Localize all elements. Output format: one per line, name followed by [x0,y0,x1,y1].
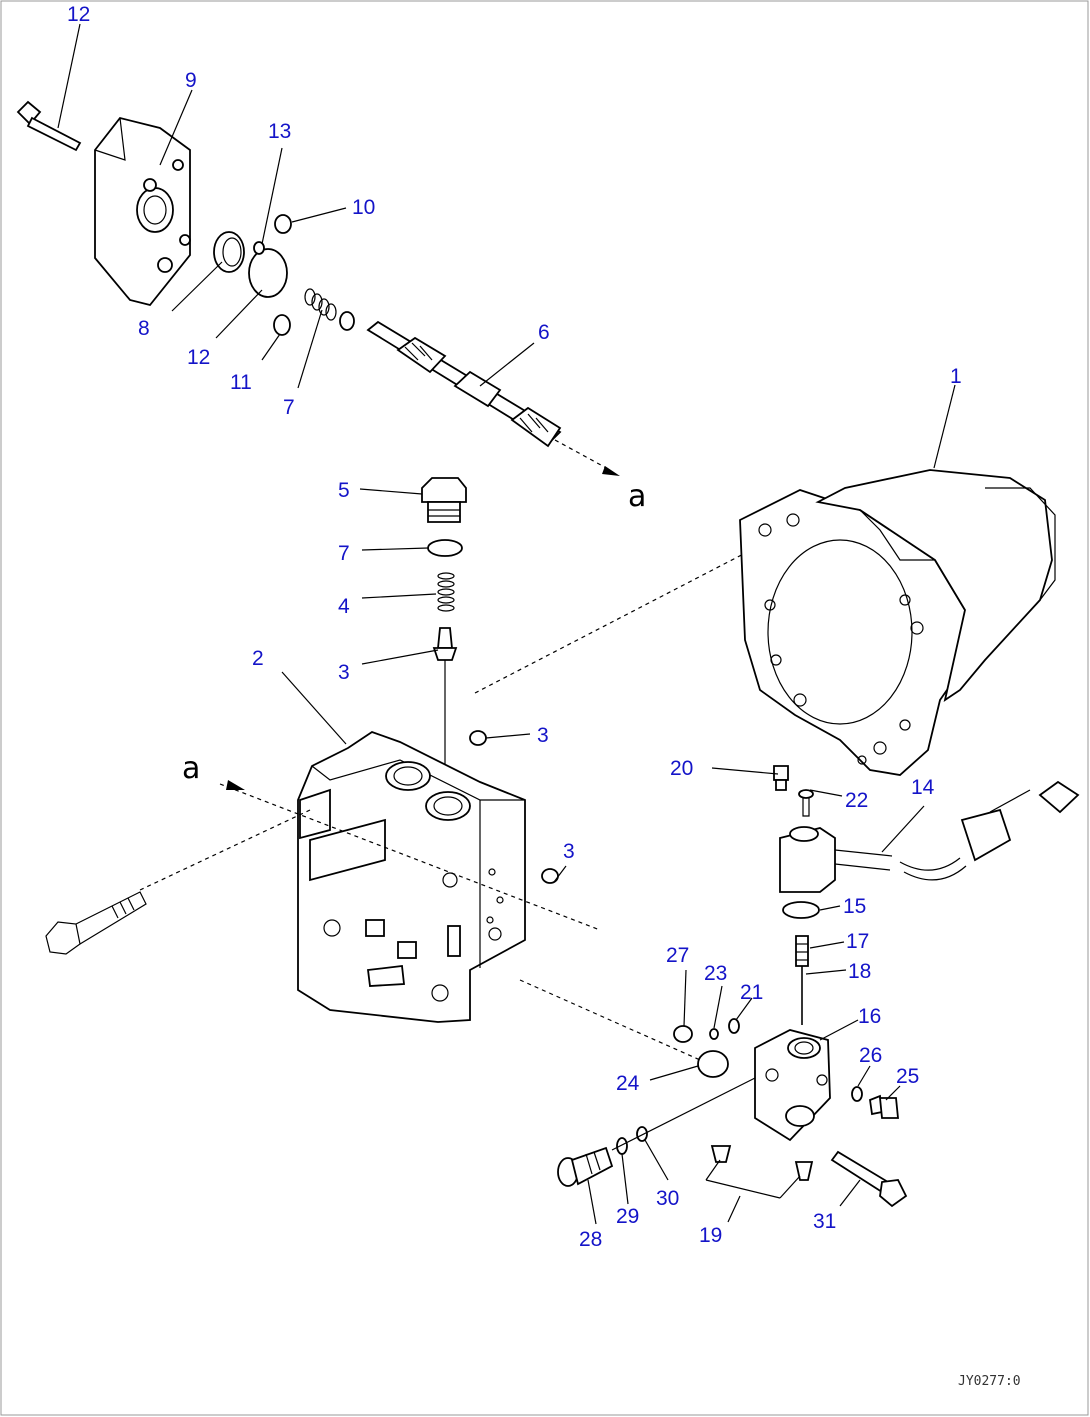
label-part-9: 7 [283,396,295,419]
part-24-bolt [798,789,814,817]
label-part-3-lower-text: 3 [563,840,575,863]
label-part-11: 9 [185,69,197,92]
part-19-spring [795,935,809,967]
part-17-oring [782,901,820,919]
label-part-33: 31 [813,1210,836,1233]
label-part-19: 17 [846,930,869,953]
label-part-8: 6 [538,321,550,344]
part-21-plug-right [794,1161,814,1181]
long-bolt [45,891,147,955]
axis-line-a-upper [554,439,611,471]
part-5-spring [437,572,455,612]
part-31-oring [616,1137,628,1155]
label-part-26: 24 [616,1072,640,1095]
label-part-21: 19 [699,1224,722,1247]
part-16-solenoid [779,780,1080,893]
view-marker-a-lower: a [182,751,200,786]
label-part-24: 22 [845,789,868,812]
part-4-poppet [432,627,458,661]
part-3-plug-upper [469,730,487,746]
label-part-25: 23 [704,962,727,985]
part-27-plug [869,1094,899,1119]
part-22-bolt [773,765,789,791]
part-12-oring-lower [273,314,291,336]
axis-line-a-lower [219,783,601,931]
label-part-2: 2 [252,647,264,670]
part-23-oring [728,1018,740,1034]
label-part-18: 16 [858,1005,881,1028]
part-8-spool [366,320,562,448]
part-30-plug [557,1146,614,1187]
part-25-oring [709,1028,719,1040]
label-part-23: 21 [740,981,763,1004]
part-7-oring [427,539,463,557]
label-part-7-text: 7 [338,542,350,565]
label-part-12-lower: 11 [230,371,252,394]
label-part-28: 26 [859,1044,882,1067]
part-26-oring [697,1050,729,1078]
leader-lines [57,23,956,1225]
part-28-oring [851,1086,863,1102]
arrow-a-upper [602,466,620,476]
part-13-oring [248,248,288,298]
drawing-code: JY0277:0 [958,1374,1021,1389]
part-3-plug-lower [541,868,559,884]
label-part-1: 1 [950,365,962,388]
part-6-plug [421,477,467,523]
label-part-12-upper: 10 [352,196,375,219]
label-part-31: 29 [616,1205,639,1228]
label-part-32: 30 [656,1187,679,1210]
part-21-leader-c [779,1175,801,1199]
label-part-22: 20 [670,757,693,780]
label-part-13: 12 [187,346,210,369]
part-32-oring [636,1126,648,1142]
part-1-motor [739,469,1056,776]
label-part-27: 25 [896,1065,919,1088]
label-part-10: 8 [138,317,150,340]
arrow-a-lower [226,780,245,790]
label-part-4-text: 3 [338,661,350,684]
part-11-cover [94,116,191,307]
part-9-spring [304,288,355,331]
part-21-leader-b [705,1179,781,1199]
part-14-bolt [16,100,82,152]
part-2-valve-body [297,731,526,1023]
part-29-plug [673,1025,693,1043]
part-18-block [754,1029,831,1142]
label-part-16: 14 [911,776,935,799]
part-15-oring [253,241,265,255]
label-part-5-text: 4 [338,595,350,618]
label-part-6: 5 [338,479,350,502]
label-part-17: 15 [843,895,866,918]
part-33-bolt [830,1150,908,1208]
view-marker-a-upper: a [628,479,646,514]
label-part-14: 12 [67,3,90,26]
axis-line-valve-to-block [519,979,701,1061]
label-part-29: 27 [666,944,689,967]
axis-line-valve-to-motor [474,547,756,694]
label-part-3-upper: 3 [537,724,549,747]
axis-line-part-30 [611,1077,756,1151]
part-21-plug-left [710,1145,732,1163]
label-part-20: 18 [848,960,871,983]
axis-line-long-bolt [139,809,311,891]
part-21-leader-a [705,1159,721,1181]
label-part-30: 28 [579,1228,602,1251]
part-12-oring-upper [274,214,292,234]
label-part-15: 13 [268,120,291,143]
